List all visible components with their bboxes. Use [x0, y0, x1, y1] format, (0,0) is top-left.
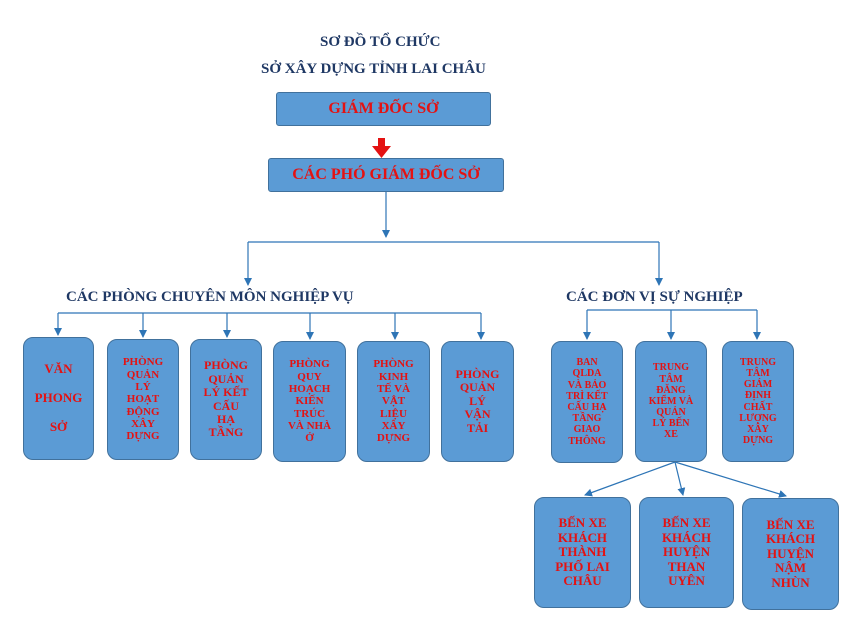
connector-station-2	[674, 461, 686, 496]
dept-planning-box: PHÒNG QUY HOẠCH KIẾN TRÚC VÀ NHÀ Ở	[273, 341, 346, 462]
director-box: GIÁM ĐỐC SỞ	[276, 92, 491, 126]
dept-transport-box: PHÒNG QUẢN LÝ VẬN TẢI	[441, 341, 514, 462]
unit-inspection-center-box: TRUNG TÂM ĐĂNG KIỂM VÀ QUẢN LÝ BẾN XE	[635, 341, 707, 462]
dept-infrastructure-box: PHÒNG QUẢN LÝ KẾT CẤU HẠ TẦNG	[190, 339, 262, 460]
unit-project-management-box: BAN QLDA VÀ BẢO TRÌ KẾT CẤU HẠ TẦNG GIAO…	[551, 341, 623, 463]
station-lai-chau-box: BẾN XE KHÁCH THÀNH PHỐ LAI CHÂU	[534, 497, 631, 608]
deputy-directors-box: CÁC PHÓ GIÁM ĐỐC SỞ	[268, 158, 504, 192]
unit-quality-center-box: TRUNG TÂM GIÁM ĐỊNH CHẤT LƯỢNG XÂY DỰNG	[722, 341, 794, 462]
station-than-uyen-box: BẾN XE KHÁCH HUYỆN THAN UYÊN	[639, 497, 734, 608]
director-to-deputies-arrow	[372, 138, 391, 158]
chart-title-line-1: SƠ ĐỒ TỔ CHỨC	[320, 34, 441, 50]
connector-station-3	[674, 461, 787, 498]
dept-office-box: VĂN PHONG SỞ	[23, 337, 94, 460]
dept-construction-mgmt-box: PHÒNG QUẢN LÝ HOẠT ĐỘNG XÂY DỰNG	[107, 339, 179, 460]
units-group-label: CÁC ĐƠN VỊ SỰ NGHIỆP	[566, 289, 743, 305]
dept-economics-box: PHÒNG KINH TẾ VÀ VẬT LIỆU XÂY DỰNG	[357, 341, 430, 462]
departments-group-label: CÁC PHÒNG CHUYÊN MÔN NGHIỆP VỤ	[66, 289, 354, 305]
chart-title-line-2: SỞ XÂY DỰNG TỈNH LAI CHÂU	[261, 61, 486, 77]
station-nam-nhun-box: BẾN XE KHÁCH HUYỆN NẬM NHÙN	[742, 498, 839, 610]
connector-station-1	[584, 461, 676, 497]
